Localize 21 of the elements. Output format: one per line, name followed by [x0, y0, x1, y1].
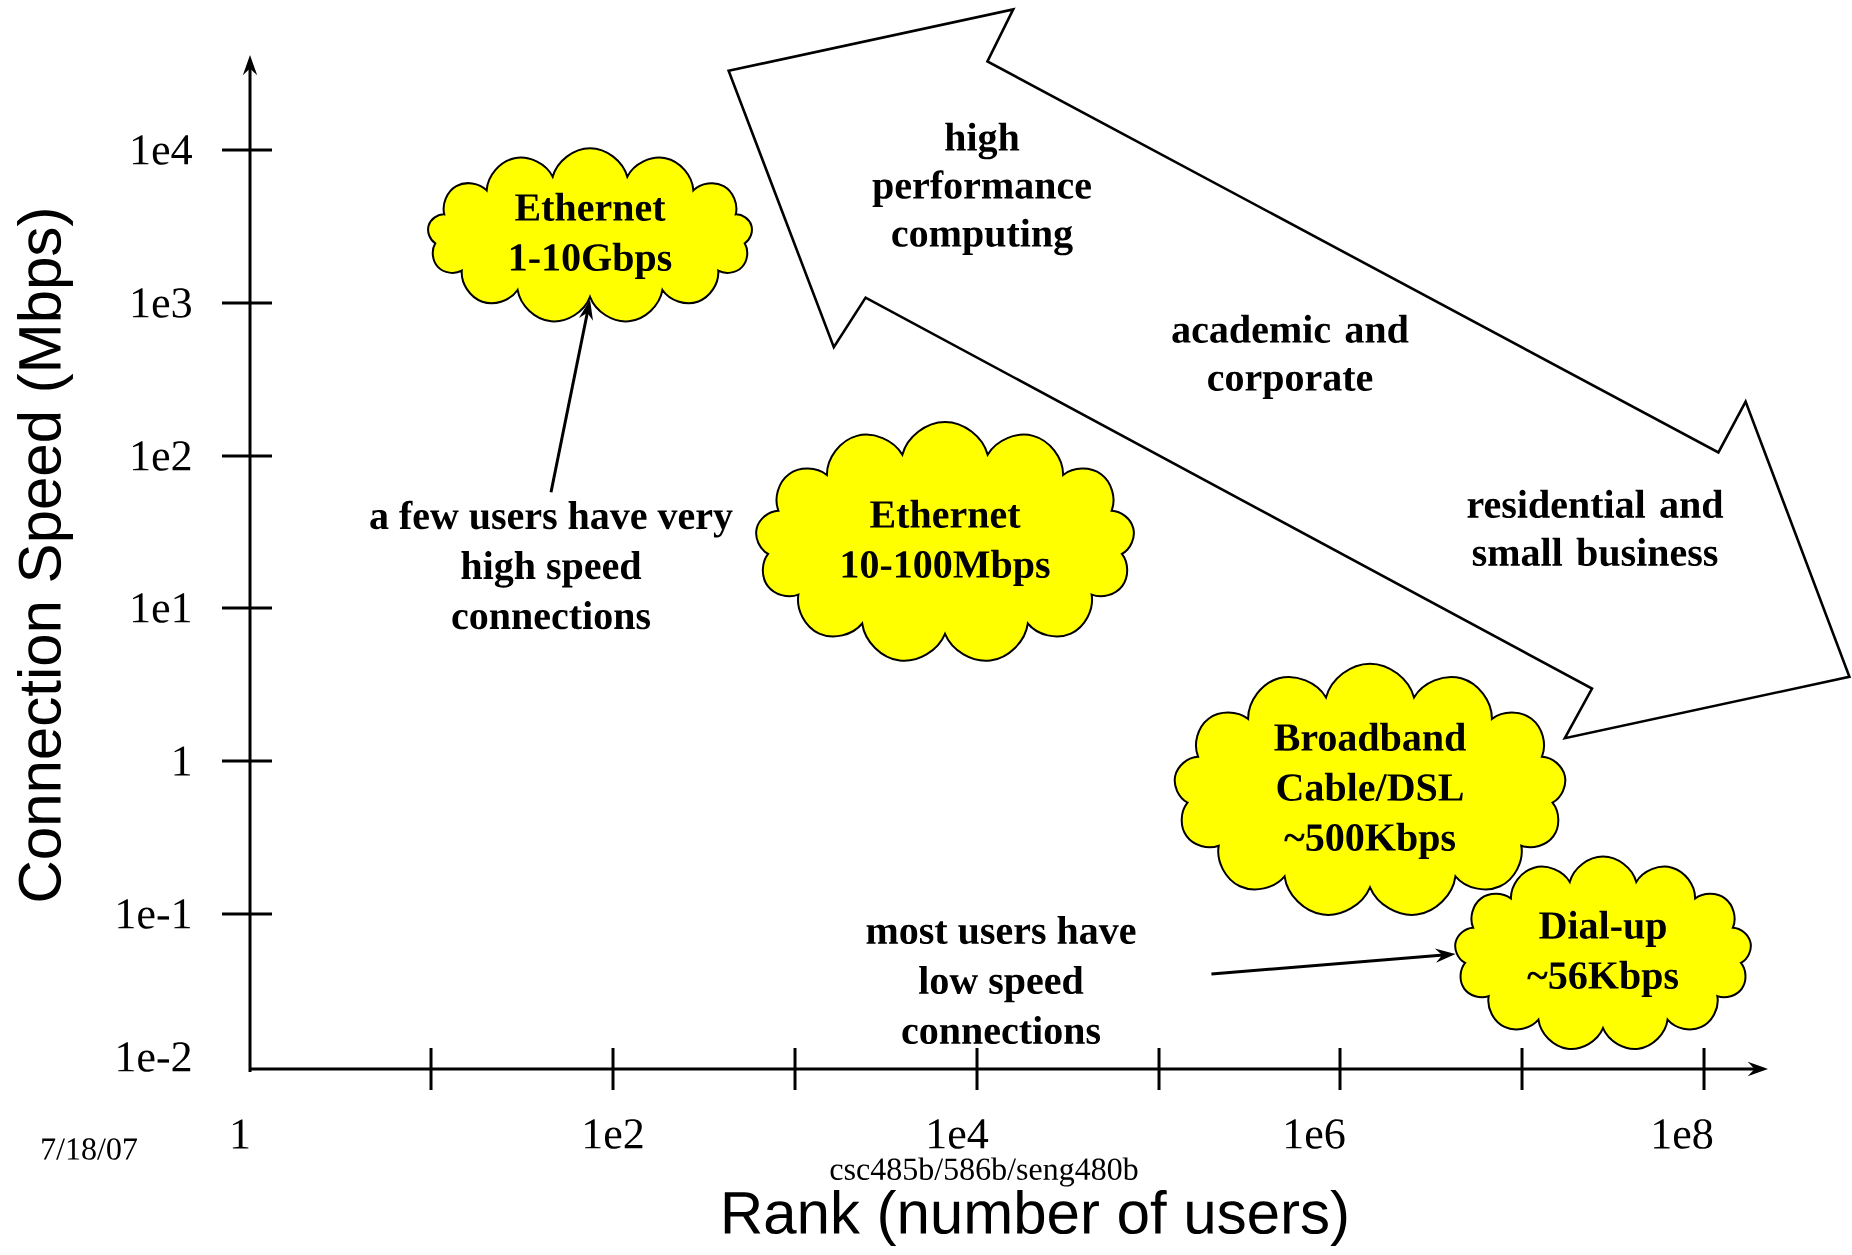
arrow-text: high performance computing [872, 122, 1091, 256]
note-text: most users have low speed connections [866, 915, 1136, 1045]
tick-label: 1e-2 [118, 1042, 191, 1072]
tick-label: 1e8 [1654, 1119, 1713, 1149]
footer-text: 7/18/07 [42, 1138, 137, 1160]
tick-label: 1e4 [132, 135, 192, 165]
tick-label: 1 [232, 1119, 249, 1149]
tick-label: 1e1 [132, 593, 190, 623]
footer-text: csc485b/586b/seng480b [830, 1157, 1138, 1187]
tick-label: 1e3 [132, 288, 191, 318]
note-text: a few users have very high speed connections [370, 500, 733, 630]
tick-label: 1e6 [1286, 1119, 1345, 1149]
tick-label: 1e4 [929, 1119, 989, 1149]
axis-title: Rank (number of users) [724, 1190, 1347, 1246]
tick-label: 1e2 [132, 441, 191, 471]
arrow-text: residential and small business [1467, 489, 1724, 567]
tick-label: 1e-1 [118, 899, 190, 929]
axis-title: Connection Speed (Mbps) [17, 210, 73, 901]
tick-label: 1e2 [585, 1119, 643, 1149]
arrow-text: academic and corporate [1172, 314, 1409, 400]
tick-label: 1 [174, 746, 190, 776]
